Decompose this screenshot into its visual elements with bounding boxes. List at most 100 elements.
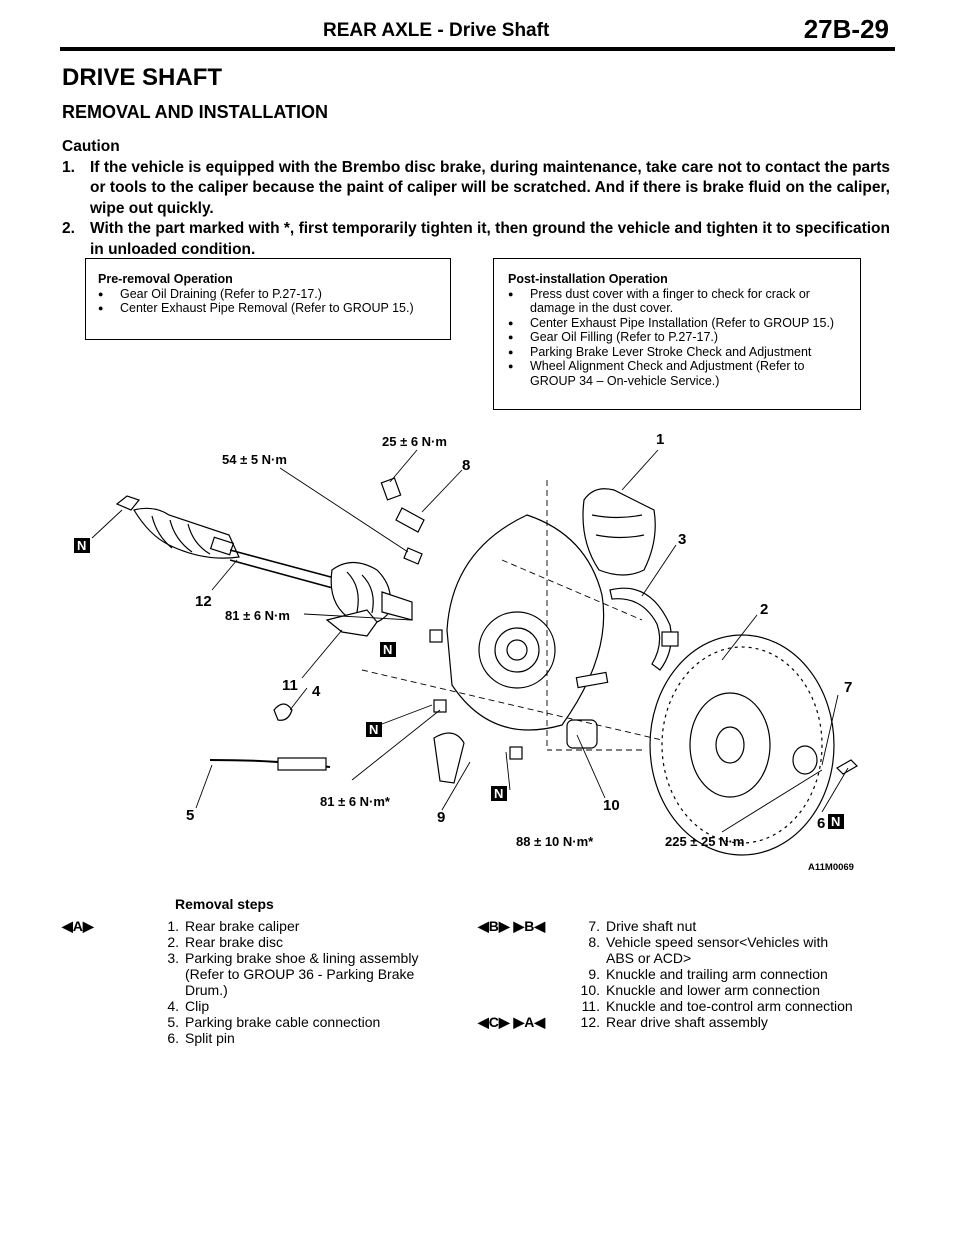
list-item: ●Gear Oil Draining (Refer to P.27-17.) xyxy=(98,286,322,301)
callout-7: 7 xyxy=(844,679,852,696)
page-subtitle: REMOVAL AND INSTALLATION xyxy=(62,102,328,122)
removal-steps-title: Removal steps xyxy=(175,896,274,912)
new-part-mark: N xyxy=(366,722,382,737)
drive-shaft-illustration xyxy=(115,495,413,625)
service-mark xyxy=(62,1030,157,1046)
torque-label: 81 ± 6 N·m* xyxy=(320,794,391,809)
caution-item-number: 2. xyxy=(62,220,75,237)
caution-title: Caution xyxy=(62,138,120,155)
brake-caliper-illustration xyxy=(582,488,656,576)
callout-10: 10 xyxy=(603,797,620,814)
torque-label: 81 ± 6 N·m xyxy=(225,608,290,623)
new-part-mark: N xyxy=(380,642,396,657)
callout-3: 3 xyxy=(678,531,686,548)
callout-11: 11 xyxy=(282,677,298,694)
list-item: ◀B▶ ▶B◀7.Drive shaft nut xyxy=(478,918,697,934)
figure-code: A11M0069 xyxy=(808,862,854,873)
callout-2: 2 xyxy=(760,601,768,618)
torque-label: 54 ± 5 N·m xyxy=(222,452,287,467)
pre-removal-box: Pre-removal Operation ●Gear Oil Draining… xyxy=(85,258,451,340)
svg-text:N: N xyxy=(369,722,378,737)
post-installation-box: Post-installation Operation ●Press dust … xyxy=(493,258,861,410)
drive-shaft-nut-illustration xyxy=(792,745,858,775)
parking-brake-shoe-illustration xyxy=(609,587,672,671)
bullet-icon: ● xyxy=(508,361,514,371)
bullet-icon: ● xyxy=(508,346,514,357)
caution-item: 2. With the part marked with *, first te… xyxy=(62,219,890,260)
speed-sensor-illustration xyxy=(380,477,425,565)
callout-12: 12 xyxy=(195,593,212,610)
exploded-view-diagram: N N N N N 54 ± 5 N·m 25 ± 6 N·m 81 ± 6 N… xyxy=(74,431,858,873)
torque-label: 25 ± 6 N·m xyxy=(382,434,447,449)
page-header: REAR AXLE - Drive Shaft 27B-29 xyxy=(60,14,895,51)
list-item: 4.Clip xyxy=(62,998,433,1014)
service-mark: ◀B▶ ▶B◀ xyxy=(478,918,546,934)
new-part-mark: N xyxy=(491,786,507,801)
list-item: 3.Parking brake shoe & lining assembly (… xyxy=(62,950,433,998)
svg-text:N: N xyxy=(831,814,840,829)
list-item: ◀A▶1.Rear brake caliper xyxy=(62,918,300,934)
list-item: ●Center Exhaust Pipe Removal (Refer to G… xyxy=(98,301,414,315)
brake-disc-illustration xyxy=(649,634,835,856)
caution-item-number: 1. xyxy=(62,158,75,176)
list-item: 6.Split pin xyxy=(62,1030,433,1046)
service-mark: ◀A▶ xyxy=(62,918,94,934)
list-item: 9.Knuckle and trailing arm connection xyxy=(478,966,854,982)
header-rule xyxy=(60,47,895,51)
list-item: ◀C▶ ▶A◀12.Rear drive shaft assembly xyxy=(478,1014,768,1030)
service-mark xyxy=(62,1014,157,1030)
svg-text:N: N xyxy=(77,538,86,553)
service-mark xyxy=(478,934,578,966)
torque-label: 88 ± 10 N·m* xyxy=(516,834,594,849)
parking-brake-cable-illustration xyxy=(209,757,331,771)
pre-removal-title: Pre-removal Operation xyxy=(98,272,233,286)
post-installation-title: Post-installation Operation xyxy=(508,272,668,286)
page-number: 27B-29 xyxy=(803,14,889,44)
service-mark xyxy=(62,950,157,998)
callout-9: 9 xyxy=(437,809,445,826)
bullet-icon: ● xyxy=(508,332,514,342)
list-item: 5.Parking brake cable connection xyxy=(62,1014,433,1030)
bolt-illustration xyxy=(575,671,609,689)
callout-5: 5 xyxy=(186,807,194,824)
list-item: 2.Rear brake disc xyxy=(62,934,433,950)
service-mark xyxy=(478,998,578,1014)
caution-item-text: With the part marked with *, first tempo… xyxy=(90,220,890,258)
list-item: ●Parking Brake Lever Stroke Check and Ad… xyxy=(508,344,812,359)
service-mark xyxy=(478,982,578,998)
new-part-mark: N xyxy=(828,814,844,829)
page-title: DRIVE SHAFT xyxy=(62,64,223,91)
clip-illustration xyxy=(273,703,293,721)
callout-1: 1 xyxy=(656,431,664,448)
caution-block: Caution 1. If the vehicle is equipped wi… xyxy=(62,137,890,260)
list-item: ●Gear Oil Filling (Refer to P.27-17.) xyxy=(508,330,719,344)
backing-plate-illustration xyxy=(446,514,605,731)
callout-8: 8 xyxy=(462,457,470,474)
callout-4: 4 xyxy=(312,683,321,700)
caution-item-text: If the vehicle is equipped with the Brem… xyxy=(90,158,890,217)
caution-item: 1. If the vehicle is equipped with the B… xyxy=(62,158,890,220)
list-item: 8.Vehicle speed sensor<Vehicles with ABS… xyxy=(478,934,854,966)
list-item: ●Press dust cover with a finger to check… xyxy=(508,286,810,316)
list-item: ●Wheel Alignment Check and Adjustment (R… xyxy=(508,359,805,388)
torque-label: 225 ± 25 N·m xyxy=(665,834,744,849)
removal-steps-right: ◀B▶ ▶B◀7.Drive shaft nut 8.Vehicle speed… xyxy=(478,918,854,1030)
service-mark: ◀C▶ ▶A◀ xyxy=(478,1014,546,1030)
ball-joint-illustration xyxy=(325,609,598,784)
callout-6: 6 xyxy=(817,815,825,832)
service-mark xyxy=(62,934,157,950)
bullet-icon: ● xyxy=(508,288,514,299)
svg-text:N: N xyxy=(383,642,392,657)
bullet-icon: ● xyxy=(98,288,104,299)
list-item: ●Center Exhaust Pipe Installation (Refer… xyxy=(508,315,835,330)
svg-text:N: N xyxy=(494,786,503,801)
bullet-icon: ● xyxy=(98,303,104,313)
service-mark xyxy=(478,966,578,982)
service-mark xyxy=(62,998,157,1014)
bullet-icon: ● xyxy=(508,317,514,328)
removal-steps-left: ◀A▶1.Rear brake caliper 2.Rear brake dis… xyxy=(62,918,433,1046)
list-item: 11.Knuckle and toe-control arm connectio… xyxy=(478,998,854,1014)
list-item: 10.Knuckle and lower arm connection xyxy=(478,982,854,998)
new-part-mark: N xyxy=(74,538,90,553)
section-title: REAR AXLE - Drive Shaft xyxy=(323,20,550,41)
